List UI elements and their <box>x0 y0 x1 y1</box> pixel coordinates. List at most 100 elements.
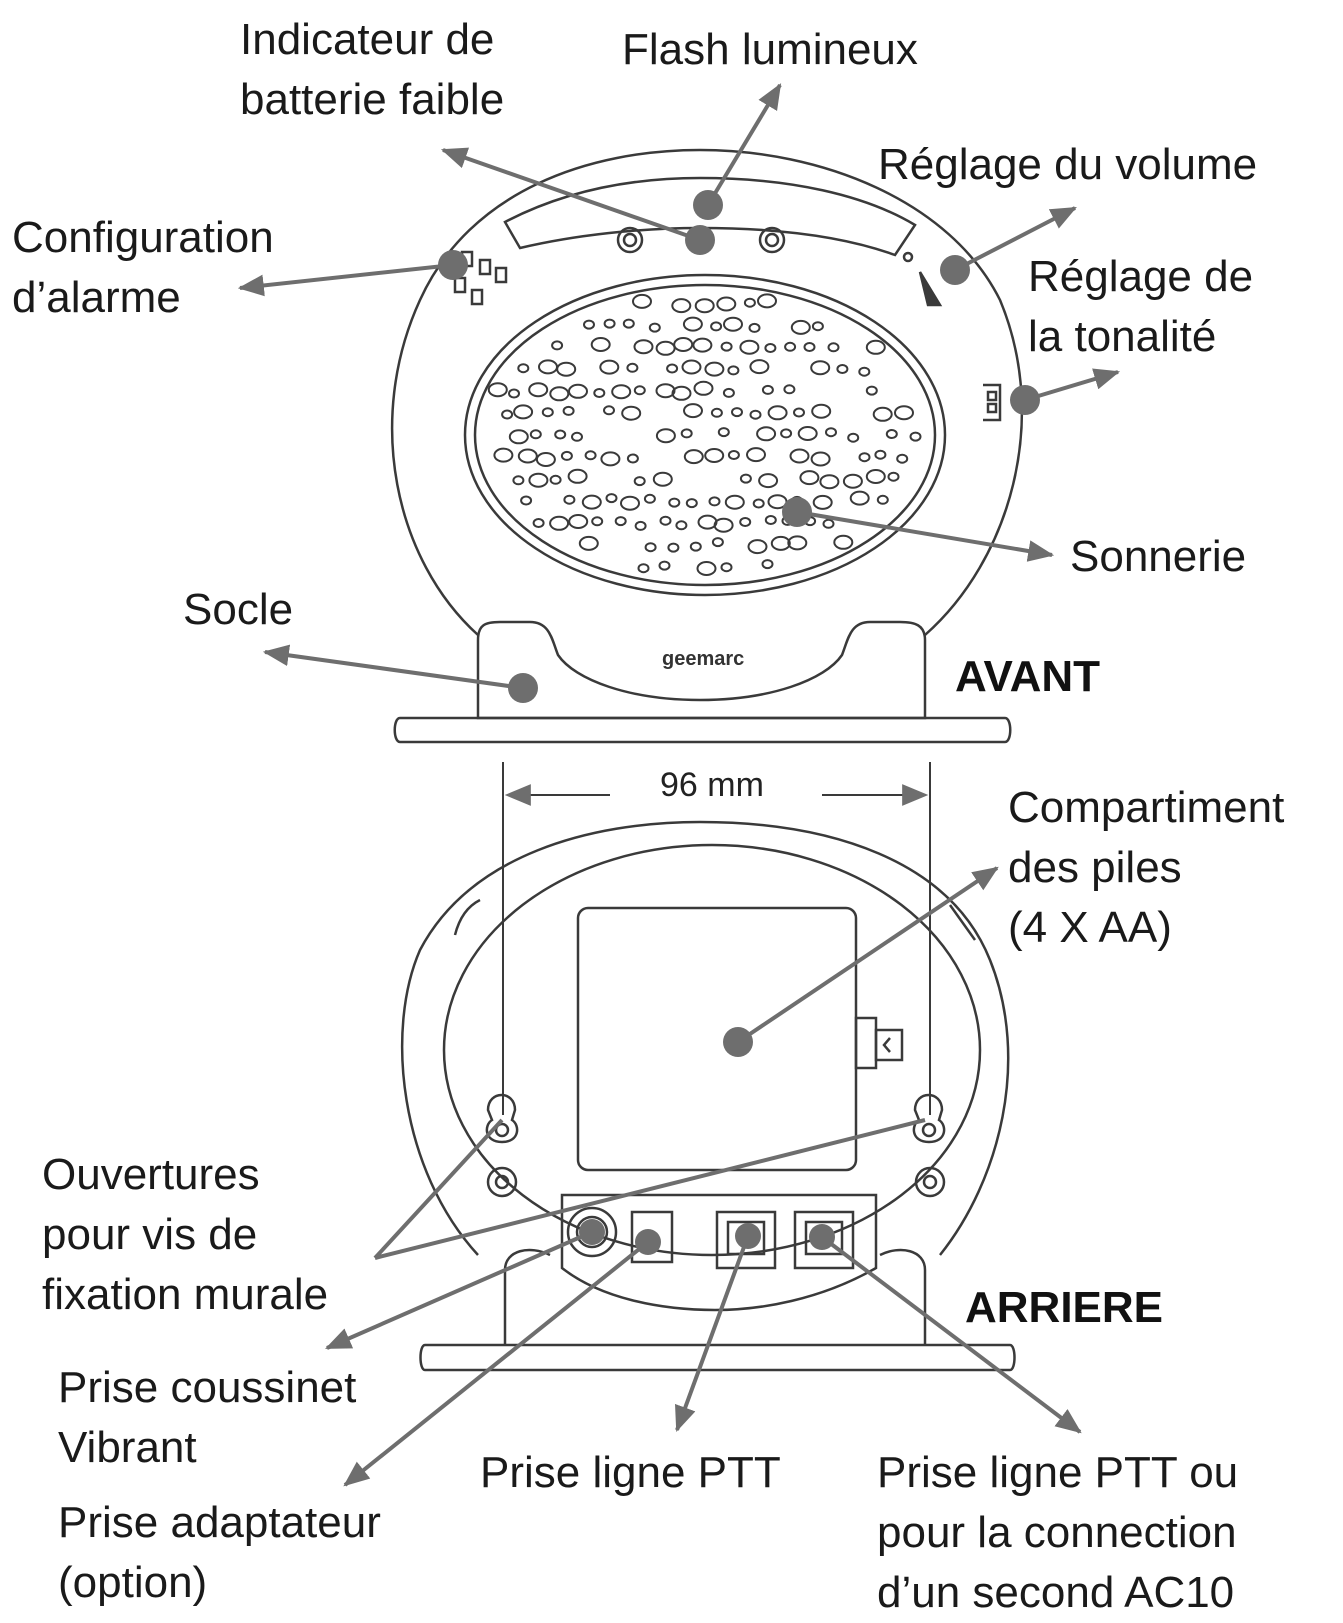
speaker-hole <box>749 359 770 375</box>
indicator-led-left-inner <box>622 232 638 248</box>
leader-wall-left <box>373 1118 504 1260</box>
speaker-hole <box>681 359 702 375</box>
label-battery-compartment: Compartiment des piles (4 X AA) <box>1008 783 1285 952</box>
speaker-hole <box>727 365 740 376</box>
speaker-hole <box>632 293 652 309</box>
speaker-hole <box>487 382 508 398</box>
speaker-hole <box>568 383 588 399</box>
speaker-hole <box>549 474 562 485</box>
speaker-hole <box>512 475 525 486</box>
front-base-stand <box>476 620 927 720</box>
speaker-hole <box>584 450 597 461</box>
marker-vibrating <box>579 1219 605 1245</box>
label-base: Socle <box>183 585 294 634</box>
speaker-hole <box>825 427 837 438</box>
speaker-hole <box>683 403 703 419</box>
speaker-hole <box>704 361 725 377</box>
speaker-hole <box>535 452 556 467</box>
speaker-hole <box>593 388 606 398</box>
leader-adapter <box>343 1240 650 1487</box>
speaker-hole <box>583 319 595 330</box>
indicator-led-left <box>616 226 644 254</box>
speaker-hole <box>682 316 703 332</box>
speaker-hole <box>874 449 887 460</box>
speaker-hole <box>551 340 564 351</box>
speaker-hole <box>894 405 914 421</box>
front-housing-outline <box>390 148 1024 636</box>
label-vibrating-pad: Prise coussinet Vibrant <box>58 1363 357 1472</box>
speaker-hole <box>644 542 657 553</box>
connector-panel <box>560 1193 878 1312</box>
leader-volume <box>954 206 1077 272</box>
speaker-hole <box>710 407 723 418</box>
speaker-hole <box>621 405 642 421</box>
dimension-label: 96 mm <box>660 766 764 804</box>
leader-battery <box>736 866 999 1044</box>
phone-jack-2-inner <box>804 1220 844 1256</box>
battery-latch <box>854 1016 904 1070</box>
dimension-lines <box>502 762 931 1115</box>
speaker-hole <box>757 293 777 309</box>
screw-left-outer <box>486 1166 518 1198</box>
speaker-hole <box>780 428 793 439</box>
speaker-hole <box>865 385 878 396</box>
screw-left-inner <box>494 1174 510 1190</box>
speaker-hole <box>836 364 849 374</box>
back-left-grip <box>453 898 481 936</box>
back-view <box>400 820 1016 1372</box>
speaker-hole <box>847 432 860 443</box>
marker-ringer <box>782 497 812 527</box>
speaker-hole <box>784 341 797 352</box>
marker-adapter <box>635 1229 661 1255</box>
speaker-hole <box>711 537 724 548</box>
marker-tone <box>1010 385 1040 415</box>
speaker-hole <box>567 468 588 484</box>
speaker-hole <box>885 429 898 439</box>
speaker-hole <box>849 490 870 506</box>
speaker-hole <box>513 404 534 420</box>
speaker-hole <box>748 322 761 333</box>
speaker-hole <box>581 494 602 510</box>
speaker-hole <box>858 366 871 377</box>
vibrating-pad-jack-outer <box>566 1206 618 1258</box>
speaker-hole <box>876 494 889 505</box>
speaker-hole <box>600 451 621 467</box>
speaker-hole <box>563 494 576 505</box>
leader-ringer <box>796 510 1055 562</box>
speaker-hole <box>756 426 777 442</box>
view-title-front: AVANT <box>955 652 1101 701</box>
leader-vibrating <box>325 1230 593 1350</box>
back-base-plate <box>419 1343 1016 1372</box>
speaker-hole <box>747 539 768 555</box>
speaker-hole <box>556 361 577 377</box>
speaker-hole <box>532 518 545 528</box>
screw-right-outer <box>914 1166 946 1198</box>
speaker-hole <box>842 473 863 489</box>
speaker-hole <box>694 298 715 314</box>
marker-base <box>508 673 538 703</box>
speaker-hole <box>667 542 680 553</box>
speaker-hole <box>727 450 740 460</box>
leader-phone-line <box>675 1235 750 1433</box>
speaker-hole <box>790 319 811 335</box>
speaker-hole <box>501 409 514 420</box>
speaker-hole <box>693 380 714 396</box>
speaker-hole <box>723 316 743 332</box>
label-tone: Réglage de la tonalité <box>1028 252 1254 361</box>
phone-jack-2 <box>793 1210 855 1270</box>
speaker-hole <box>611 384 632 400</box>
speaker-hole <box>793 407 805 418</box>
speaker-hole <box>710 321 723 332</box>
speaker-hole <box>731 407 743 418</box>
speaker-hole <box>590 337 611 352</box>
leader-flash <box>706 83 782 207</box>
speaker-hole <box>508 429 529 445</box>
speaker-hole <box>887 471 900 482</box>
label-low-battery: Indicateur de batterie faible <box>240 15 505 124</box>
label-wall-mount: Ouvertures pour vis de fixation murale <box>42 1150 329 1319</box>
speaker-hole <box>692 337 713 353</box>
speaker-hole <box>568 514 589 529</box>
speaker-hole <box>743 297 756 308</box>
label-phone-line: Prise ligne PTT <box>480 1448 781 1497</box>
callout-markers <box>438 190 1040 1255</box>
